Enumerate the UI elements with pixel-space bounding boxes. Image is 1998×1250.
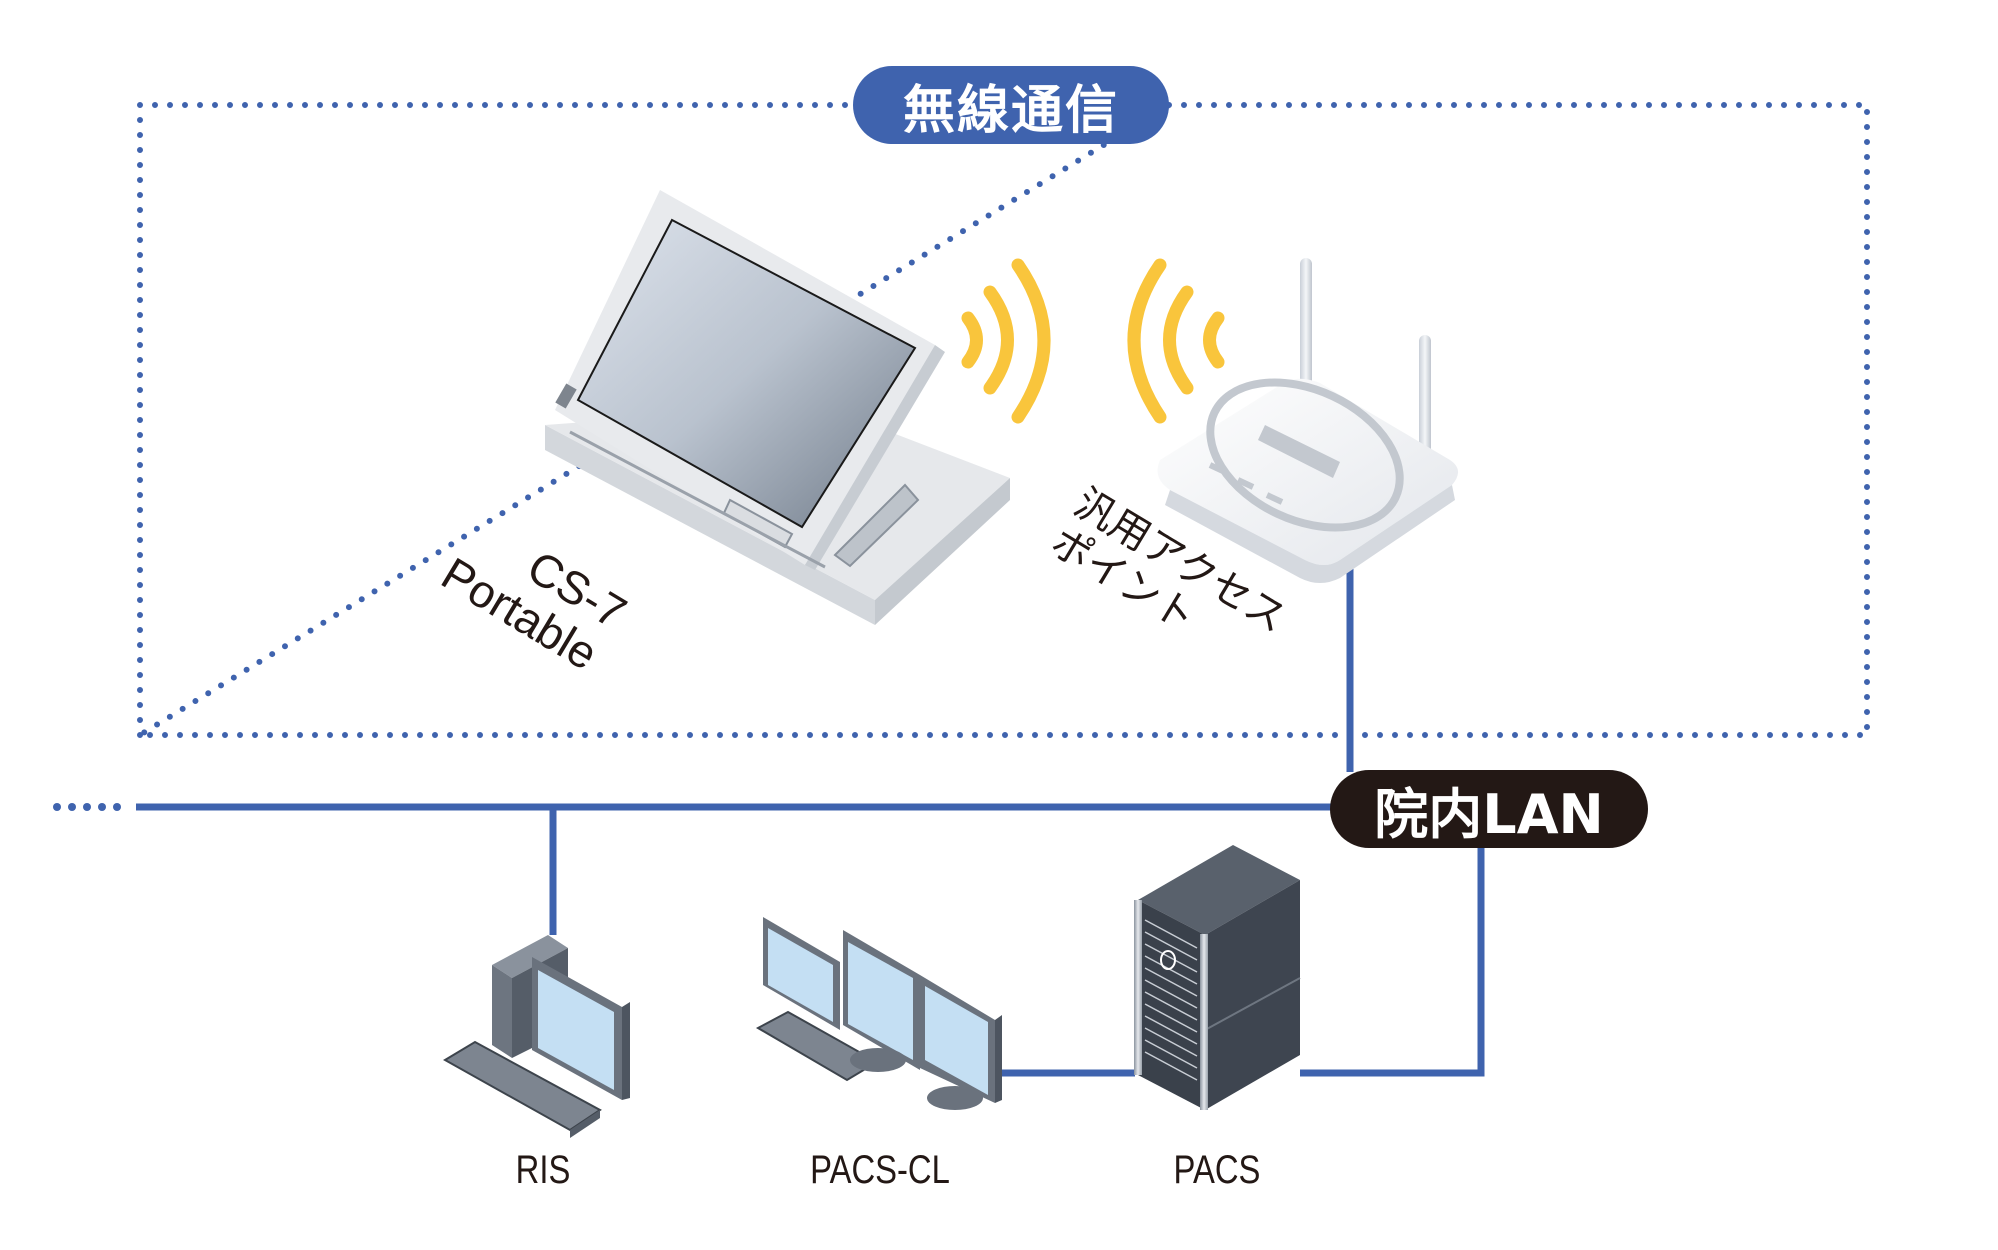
- desktop-pc-icon: [443, 935, 630, 1138]
- wifi-router-icon: [1157, 258, 1459, 583]
- boundary-rest: [129, 102, 1870, 738]
- wave-icon-left: [961, 258, 1051, 424]
- server-rack-icon: [1134, 845, 1301, 1110]
- triple-monitor-workstation-icon: [755, 917, 1002, 1110]
- pacs-uplink: [1300, 846, 1485, 1077]
- wave-icon-right: [1127, 258, 1225, 424]
- pacs-cl-label: PACS-CL: [810, 1148, 950, 1192]
- lan-label: 院内LAN: [1330, 770, 1648, 848]
- lan-dots: [53, 803, 121, 811]
- wireless-zone-label: 無線通信: [853, 66, 1169, 144]
- lan-lines: [136, 560, 1485, 1077]
- ris-label: RIS: [515, 1148, 571, 1192]
- wireless-zone-boundary: [129, 102, 1870, 738]
- pacs-label: PACS: [1173, 1148, 1261, 1192]
- wireless-waves: [961, 258, 1225, 424]
- server-vent-lines: [1144, 919, 1198, 1081]
- tablet-laptop-icon: [545, 190, 1010, 625]
